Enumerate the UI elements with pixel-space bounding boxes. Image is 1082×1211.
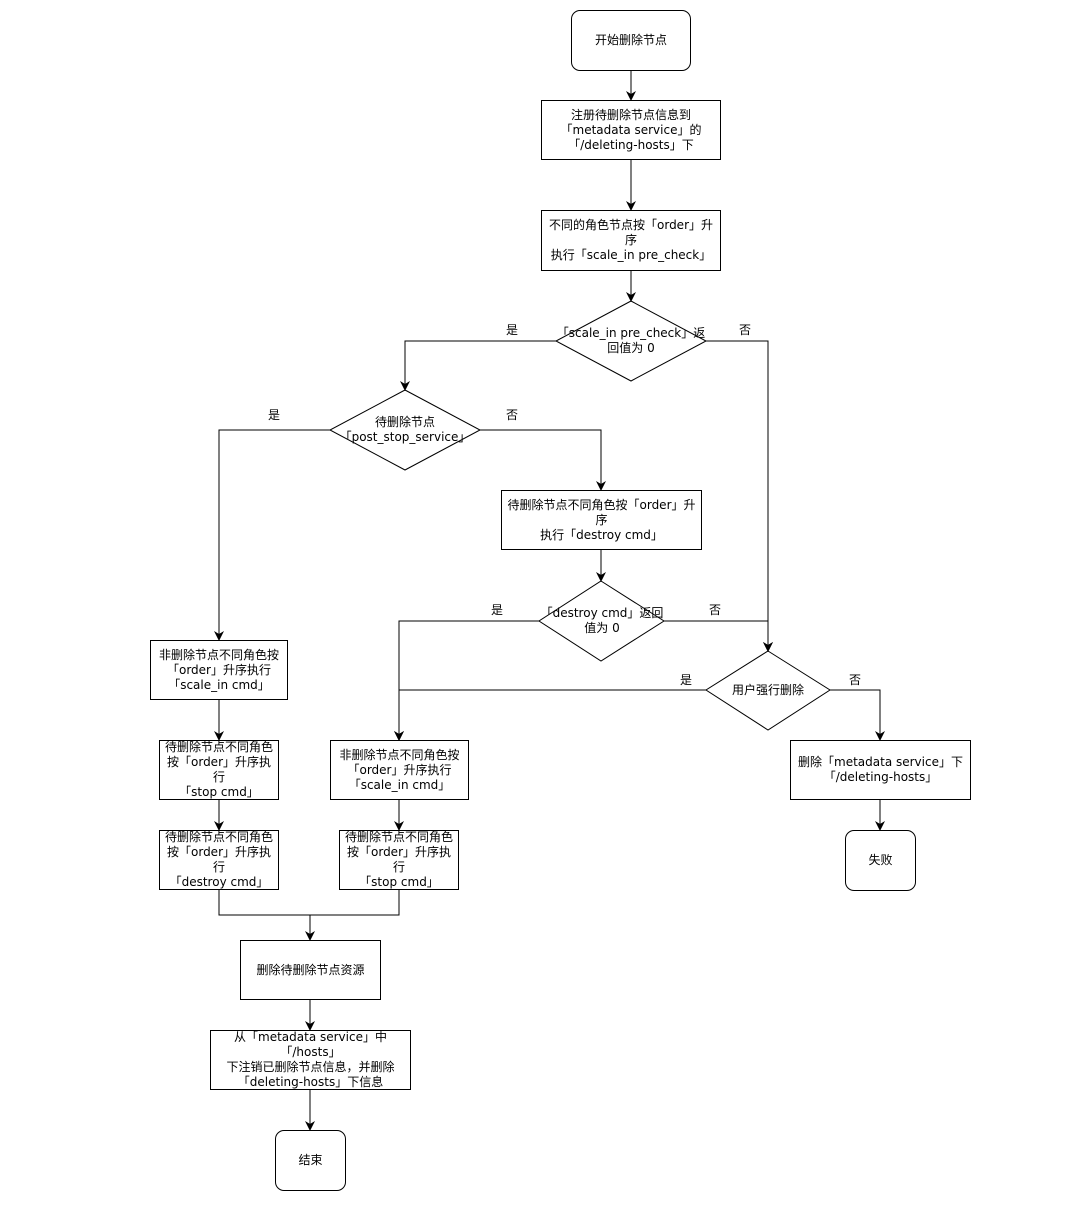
precheck-node: 不同的角色节点按「order」升序 执行「scale_in pre_check」: [541, 210, 721, 271]
left-stop-node: 待删除节点不同角色 按「order」升序执行 「stop cmd」: [159, 740, 279, 800]
edge-poststop-yes: [214, 429, 330, 641]
destroy-ordered-node: 待删除节点不同角色按「order」升序 执行「destroy cmd」: [501, 490, 702, 550]
edge-precheck-yes: [400, 340, 556, 391]
precheck-no-label: 否: [739, 323, 752, 337]
poststop-no-label: 否: [506, 408, 519, 422]
force-delete-decision-label: 用户强行删除: [731, 682, 804, 697]
register-node: 注册待删除节点信息到 「metadata service」的 「/deletin…: [541, 100, 721, 160]
destroy-no-label: 否: [709, 603, 722, 617]
precheck-decision-label: 「scale_in pre_check」返 回值为 0: [556, 326, 706, 355]
edge-force-yes: [394, 689, 706, 741]
unregister-node: 从「metadata service」中「/hosts」 下注销已删除节点信息，…: [210, 1030, 411, 1090]
precheck-yes-label: 是: [506, 323, 519, 337]
edge-destroy-no: [664, 620, 773, 652]
destroy-decision-shape: [538, 580, 665, 662]
post-stop-decision-label: 待删除节点 「post_stop_service」: [339, 415, 471, 444]
edge-destroy-yes: [394, 620, 539, 741]
fail-node: 失败: [845, 830, 916, 891]
delete-meta-node: 删除「metadata service」下 「/deleting-hosts」: [790, 740, 971, 800]
poststop-yes-label: 是: [268, 408, 281, 422]
post-stop-decision-shape: [328, 389, 482, 471]
edge-force-no: [830, 689, 885, 741]
left-scale-in-node: 非删除节点不同角色按 「order」升序执行 「scale_in cmd」: [150, 640, 288, 700]
left-destroy-node: 待删除节点不同角色 按「order」升序执行 「destroy cmd」: [159, 830, 279, 890]
mid-stop-node: 待删除节点不同角色 按「order」升序执行 「stop cmd」: [339, 830, 459, 890]
force-yes-label: 是: [680, 673, 693, 687]
end-node: 结束: [275, 1130, 346, 1191]
edge-merge: [218, 890, 400, 916]
force-no-label: 否: [849, 673, 862, 687]
precheck-decision-shape: [554, 300, 708, 382]
mid-scale-in-node: 非删除节点不同角色按 「order」升序执行 「scale_in cmd」: [330, 740, 469, 800]
destroy-yes-label: 是: [491, 603, 504, 617]
start-node: 开始删除节点: [571, 10, 691, 71]
delete-resources-node: 删除待删除节点资源: [240, 940, 381, 1000]
edge-precheck-no: [706, 340, 773, 652]
destroy-decision-label: 「destroy cmd」返回 值为 0: [540, 606, 664, 635]
force-delete-decision-shape: [705, 650, 831, 731]
edge-poststop-no: [480, 429, 606, 491]
